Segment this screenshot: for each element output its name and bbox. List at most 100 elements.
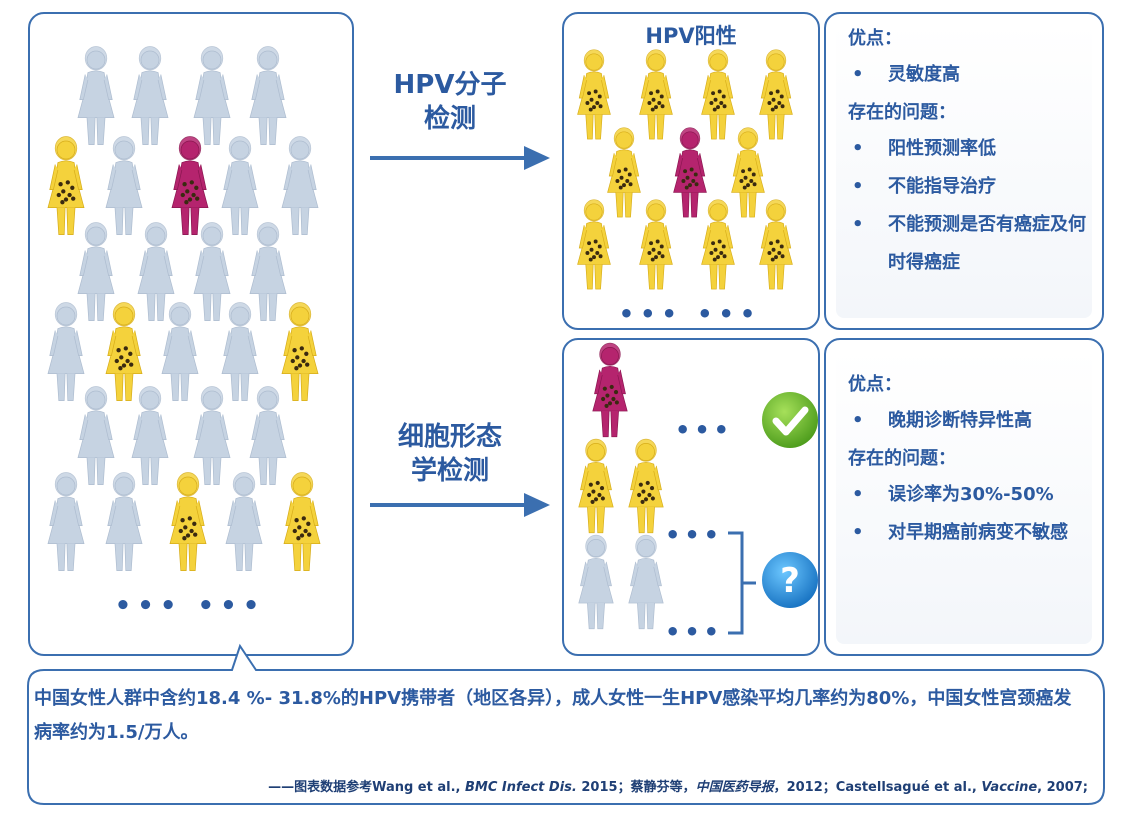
woman-icon <box>169 472 207 571</box>
woman-icon <box>731 127 765 218</box>
molecular-info-box: 优点： • 灵敏度高 存在的问题： •阳性预测率低 •不能指导治疗 • 不能预测是否… <box>824 12 1104 330</box>
cite-journal-1: BMC Infect Dis. <box>465 780 577 795</box>
woman-icon <box>221 136 259 235</box>
woman-icon <box>639 49 673 140</box>
woman-icon <box>249 386 287 485</box>
woman-icon <box>47 472 85 571</box>
cytology-line-2: 学检测 <box>410 456 489 486</box>
bullet: • <box>852 410 864 431</box>
list-item: •不能指导治疗 <box>848 176 1090 198</box>
list-item-text: 不能预测是否有癌症及何时得癌症 <box>888 214 1086 273</box>
cite-journal-3: Vaccine <box>981 780 1038 795</box>
list-item: • 晚期诊断特异性高 <box>848 410 1090 432</box>
woman-icon <box>701 49 735 140</box>
molecular-info: 优点： • 灵敏度高 存在的问题： •阳性预测率低 •不能指导治疗 • 不能预测是否… <box>826 14 1102 328</box>
woman-icon <box>249 222 287 321</box>
cytology-line-1: 细胞形态 <box>397 422 502 452</box>
arrow-molecular <box>370 146 550 170</box>
list-item-text: 晚期诊断特异性高 <box>888 410 1032 431</box>
woman-icon <box>105 472 143 571</box>
cite-end: , 2007; <box>1037 780 1088 795</box>
woman-icon <box>105 302 143 401</box>
list-item: •阳性预测率低 <box>848 138 1090 160</box>
molecular-method-label: HPV分子 检测 <box>380 68 520 136</box>
citation: ——图表数据参考Wang et al., BMC Infect Dis. 201… <box>268 776 1088 795</box>
molecular-info-bg <box>836 24 1092 318</box>
woman-icon <box>249 46 287 145</box>
cytology-info-box: 优点： • 晚期诊断特异性高 存在的问题： • 误诊率为30%-50% • 对早期癌前… <box>824 338 1104 656</box>
molecular-cons-head: 存在的问题： <box>848 102 956 123</box>
woman-icon <box>193 46 231 145</box>
list-item: • 灵敏度高 <box>848 64 1090 86</box>
bracket <box>728 531 756 635</box>
list-item: • 不能预测是否有癌症及何时得癌症 <box>848 206 1090 282</box>
check-ellipsis: ••• <box>675 416 733 444</box>
woman-icon <box>281 302 319 401</box>
list-item: • 误诊率为30%-50% <box>848 484 1090 506</box>
check-icon <box>762 392 818 448</box>
note-frame <box>27 643 1105 805</box>
molecular-line-2: 检测 <box>423 104 476 134</box>
population-ellipsis: ••• ••• <box>115 591 266 621</box>
woman-icon <box>281 136 319 235</box>
bullet: • <box>852 176 864 197</box>
cytology-cons-head: 存在的问题： <box>848 448 956 469</box>
list-item-text: 灵敏度高 <box>888 64 960 85</box>
cite-journal-2: 中国医药导报 <box>695 780 774 795</box>
bullet: • <box>852 522 864 543</box>
question-icon: ? <box>762 552 818 608</box>
woman-icon <box>193 386 231 485</box>
woman-icon <box>759 199 793 290</box>
cytology-pros-head: 优点： <box>848 374 902 395</box>
woman-icon <box>77 46 115 145</box>
woman-icon <box>577 49 611 140</box>
woman-icon <box>578 534 614 630</box>
woman-icon <box>701 199 735 290</box>
woman-icon <box>171 136 209 235</box>
molecular-line-1: HPV分子 <box>393 70 507 100</box>
bullet: • <box>852 64 864 85</box>
bullet: • <box>852 214 864 235</box>
hpv-ellipsis: ••• ••• <box>619 300 761 328</box>
woman-icon <box>673 127 707 218</box>
cite-mid-2: ，2012；Castellsagué et al., <box>773 780 982 795</box>
note-text: 中国女性人群中含约18.4 %- 31.8%的HPV携带者（地区各异），成人女性… <box>34 688 1072 743</box>
molecular-pros-head: 优点： <box>848 28 902 49</box>
cytology-pros-list: • 晚期诊断特异性高 <box>848 410 1090 432</box>
bullet: • <box>852 484 864 505</box>
cytology-info: 优点： • 晚期诊断特异性高 存在的问题： • 误诊率为30%-50% • 对早期癌前… <box>826 340 1102 654</box>
woman-icon <box>221 302 259 401</box>
woman-icon <box>77 386 115 485</box>
molecular-pros-list: • 灵敏度高 <box>848 64 1090 86</box>
cite-prefix: ——图表数据参考Wang et al., <box>268 780 465 795</box>
woman-icon <box>577 199 611 290</box>
figures-layer: ? ••• ••• ••• ••• ••• ••• ••• <box>47 46 818 646</box>
woman-icon <box>639 199 673 290</box>
cytology-method-label: 细胞形态 学检测 <box>372 420 528 488</box>
woman-icon <box>47 302 85 401</box>
woman-icon <box>225 472 263 571</box>
list-item-text: 误诊率为30%-50% <box>888 484 1054 505</box>
woman-icon <box>759 49 793 140</box>
woman-icon <box>131 46 169 145</box>
woman-icon <box>607 127 641 218</box>
woman-icon <box>105 136 143 235</box>
list-item: • 对早期癌前病变不敏感 <box>848 514 1090 552</box>
woman-icon <box>77 222 115 321</box>
arrow-cytology <box>370 493 550 517</box>
woman-icon <box>137 222 175 321</box>
uncertain-ellipsis-1: ••• <box>665 521 723 549</box>
woman-icon <box>578 438 614 534</box>
hpv-positive-title: HPV阳性 <box>645 24 737 48</box>
woman-icon <box>628 534 664 630</box>
woman-icon <box>47 136 85 235</box>
svg-text:?: ? <box>780 561 800 601</box>
bullet: • <box>852 138 864 159</box>
woman-icon <box>283 472 321 571</box>
cytology-cons-list: • 误诊率为30%-50% • 对早期癌前病变不敏感 <box>848 484 1090 552</box>
woman-icon <box>161 302 199 401</box>
cytology-info-bg <box>836 350 1092 644</box>
list-item-text: 对早期癌前病变不敏感 <box>888 522 1068 543</box>
uncertain-ellipsis-2: ••• <box>665 618 723 646</box>
